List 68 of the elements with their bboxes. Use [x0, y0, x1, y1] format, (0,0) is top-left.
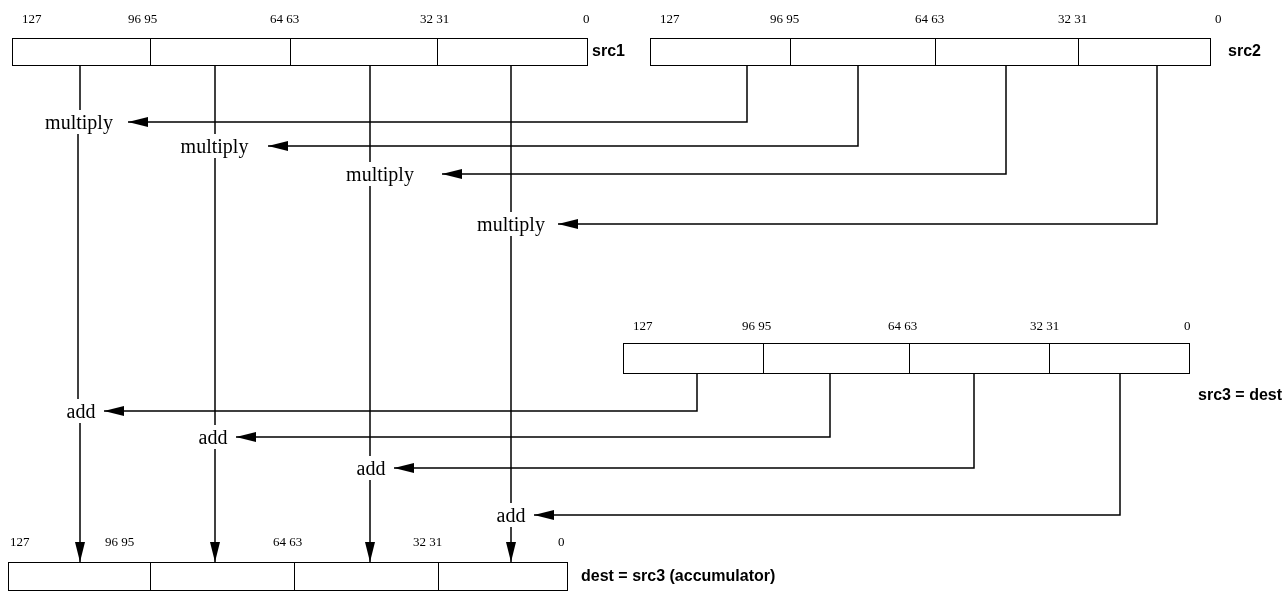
bit-position-label: 0 [1184, 319, 1191, 333]
arrow [441, 65, 1007, 179]
register-lane [150, 38, 291, 66]
arrow [75, 422, 85, 563]
bit-position-label: 32 31 [1030, 319, 1060, 333]
arrow [557, 65, 1158, 229]
register-name: src1 [592, 42, 625, 60]
bit-position-label: 64 63 [888, 319, 918, 333]
arrow [506, 526, 516, 563]
register-lane [909, 343, 1050, 374]
bit-position-label: 127 [10, 535, 30, 549]
arrow [103, 373, 698, 416]
bit-position-label: 0 [583, 12, 590, 26]
bit-position-label: 32 31 [1058, 12, 1088, 26]
register-lane [935, 38, 1079, 66]
register-lane [8, 562, 151, 591]
register-lane [437, 38, 588, 66]
operation-label: multiply [320, 162, 440, 186]
connector-line [510, 235, 512, 504]
register-lane [650, 38, 791, 66]
connector-line [369, 65, 371, 163]
connector-line [510, 65, 512, 213]
register-lane [1049, 343, 1190, 374]
register-lane [150, 562, 295, 591]
bit-position-label: 64 63 [273, 535, 303, 549]
bit-position-label: 96 95 [770, 12, 800, 26]
bit-position-label: 127 [633, 319, 653, 333]
register-name: src3 = dest [1198, 386, 1283, 404]
bit-position-label: 127 [22, 12, 42, 26]
arrow [210, 448, 220, 563]
register-lane [294, 562, 439, 591]
bit-position-label: 64 63 [915, 12, 945, 26]
connector-line [214, 157, 216, 426]
register-lane [790, 38, 936, 66]
connector-line [214, 65, 216, 135]
bit-position-label: 64 63 [270, 12, 300, 26]
operation-label: multiply [32, 110, 126, 134]
operation-label: multiply [466, 212, 556, 236]
arrow [533, 373, 1121, 520]
arrow [365, 479, 375, 563]
register-lane [623, 343, 764, 374]
operation-label: multiply [163, 134, 266, 158]
arrow [267, 65, 859, 151]
operation-label: add [350, 456, 392, 480]
bit-position-label: 127 [660, 12, 680, 26]
bit-position-label: 0 [1215, 12, 1222, 26]
register-lane [12, 38, 151, 66]
operation-label: add [192, 425, 234, 449]
bit-position-label: 0 [558, 535, 565, 549]
operation-label: add [60, 399, 102, 423]
register-lane [1078, 38, 1211, 66]
register-lane [290, 38, 438, 66]
register-name: src2 [1228, 42, 1261, 60]
connector-line [79, 65, 81, 111]
register-name: dest = src3 (accumulator) [581, 567, 776, 585]
bit-position-label: 96 95 [128, 12, 158, 26]
connector-line [369, 185, 371, 457]
register-lane [763, 343, 910, 374]
arrow [393, 373, 975, 473]
connector-line [77, 133, 79, 400]
bit-position-label: 96 95 [742, 319, 772, 333]
bit-position-label: 32 31 [413, 535, 443, 549]
arrow [127, 65, 748, 127]
arrow [235, 373, 831, 442]
register-lane [438, 562, 568, 591]
bit-position-label: 96 95 [105, 535, 135, 549]
bit-position-label: 32 31 [420, 12, 450, 26]
operation-label: add [490, 503, 532, 527]
